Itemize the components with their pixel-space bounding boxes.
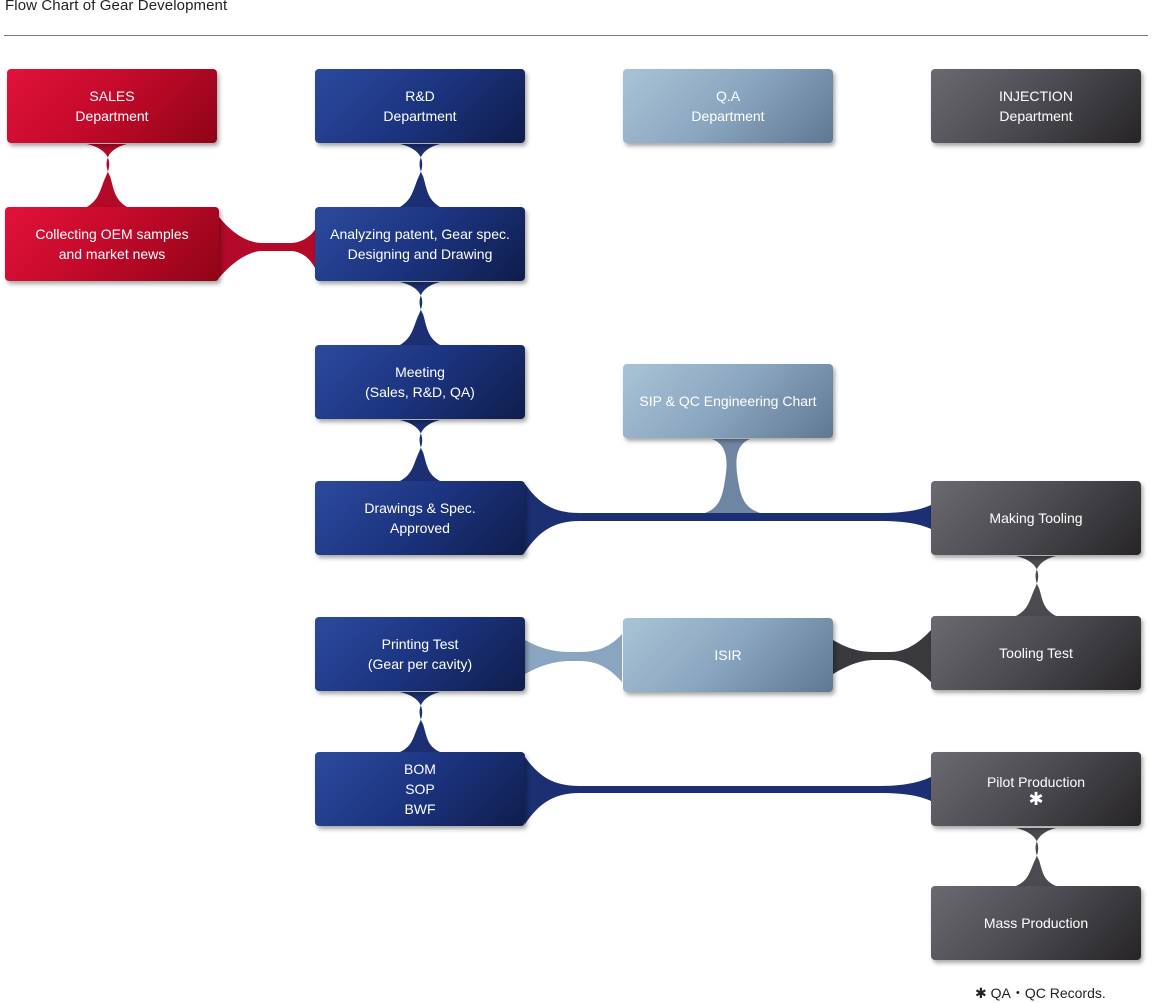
isir-line1: ISIR xyxy=(714,647,742,663)
connector-rd-dept-to-analyzing xyxy=(400,144,440,207)
connector-bom-to-pilot xyxy=(525,757,931,824)
connector-printing-to-isir xyxy=(525,634,622,682)
drawings-line1: Drawings & Spec. xyxy=(364,500,476,516)
sales-department-box: SALES Department xyxy=(7,69,217,143)
connector-sip-to-line xyxy=(705,439,760,513)
injection-department-line2: Department xyxy=(999,108,1073,124)
printing-test-box: Printing Test (Gear per cavity) xyxy=(315,617,525,691)
qa-record-asterisk-icon: ✱ xyxy=(1028,789,1044,809)
pilot-production-box: Pilot Production ✱ xyxy=(931,752,1141,826)
making-tooling-box: Making Tooling xyxy=(931,481,1141,555)
page-title: Flow Chart of Gear Development xyxy=(5,0,228,14)
title-divider xyxy=(4,35,1148,36)
bom-sop-bwf-box: BOM SOP BWF xyxy=(315,752,525,826)
mass-production-box: Mass Production xyxy=(931,886,1141,960)
bom-line2: SOP xyxy=(405,781,435,797)
qa-department-box: Q.A Department xyxy=(623,69,833,143)
drawings-spec-approved-box: Drawings & Spec. Approved xyxy=(315,481,525,555)
printing-line1: Printing Test xyxy=(381,636,459,652)
meeting-box: Meeting (Sales, R&D, QA) xyxy=(315,345,525,419)
isir-box: ISIR xyxy=(623,618,833,692)
footnote: ✱ QA・QC Records. xyxy=(975,985,1106,1001)
rd-department-line1: R&D xyxy=(405,88,435,104)
connector-meeting-to-drawings xyxy=(400,420,440,481)
collecting-line2: and market news xyxy=(58,246,166,262)
rd-department-box: R&D Department xyxy=(315,69,525,143)
analyzing-patent-box: Analyzing patent, Gear spec. Designing a… xyxy=(315,207,525,281)
injection-department-box: INJECTION Department xyxy=(931,69,1141,143)
connector-printing-to-bom xyxy=(400,692,440,752)
connector-making-to-tooling-test xyxy=(1016,556,1056,616)
meeting-line2: (Sales, R&D, QA) xyxy=(365,384,475,400)
sip-qc-engineering-chart-box: SIP & QC Engineering Chart xyxy=(623,364,833,438)
connector-pilot-to-mass xyxy=(1016,828,1056,886)
tooling-test-line1: Tooling Test xyxy=(999,645,1073,661)
connector-analyzing-to-meeting xyxy=(400,282,440,345)
injection-department-line1: INJECTION xyxy=(999,88,1073,104)
sip-line1: SIP & QC Engineering Chart xyxy=(639,393,817,409)
bom-line3: BWF xyxy=(404,801,436,817)
qa-department-line2: Department xyxy=(691,108,765,124)
sales-department-line2: Department xyxy=(75,108,149,124)
connector-sales-dept-to-collecting xyxy=(87,144,127,207)
connector-collecting-to-analyzing xyxy=(219,217,316,278)
tooling-test-box: Tooling Test xyxy=(931,616,1141,690)
mass-line1: Mass Production xyxy=(983,915,1089,931)
pilot-line1: Pilot Production xyxy=(986,774,1086,790)
printing-line2: (Gear per cavity) xyxy=(367,656,473,672)
analyzing-line1: Analyzing patent, Gear spec. xyxy=(330,226,510,242)
sales-department-line1: SALES xyxy=(89,88,135,104)
making-tooling-line1: Making Tooling xyxy=(989,510,1083,526)
qa-department-line1: Q.A xyxy=(715,88,741,104)
rd-department-line2: Department xyxy=(383,108,457,124)
meeting-line1: Meeting xyxy=(395,364,445,380)
analyzing-line2: Designing and Drawing xyxy=(347,246,493,262)
collecting-line1: Collecting OEM samples xyxy=(35,226,189,242)
drawings-line2: Approved xyxy=(390,520,450,536)
connector-drawings-to-making-tooling xyxy=(525,484,931,552)
bom-line1: BOM xyxy=(404,761,436,777)
connector-isir-to-tooling-test xyxy=(833,630,931,682)
collecting-oem-samples-box: Collecting OEM samples and market news xyxy=(5,207,219,281)
